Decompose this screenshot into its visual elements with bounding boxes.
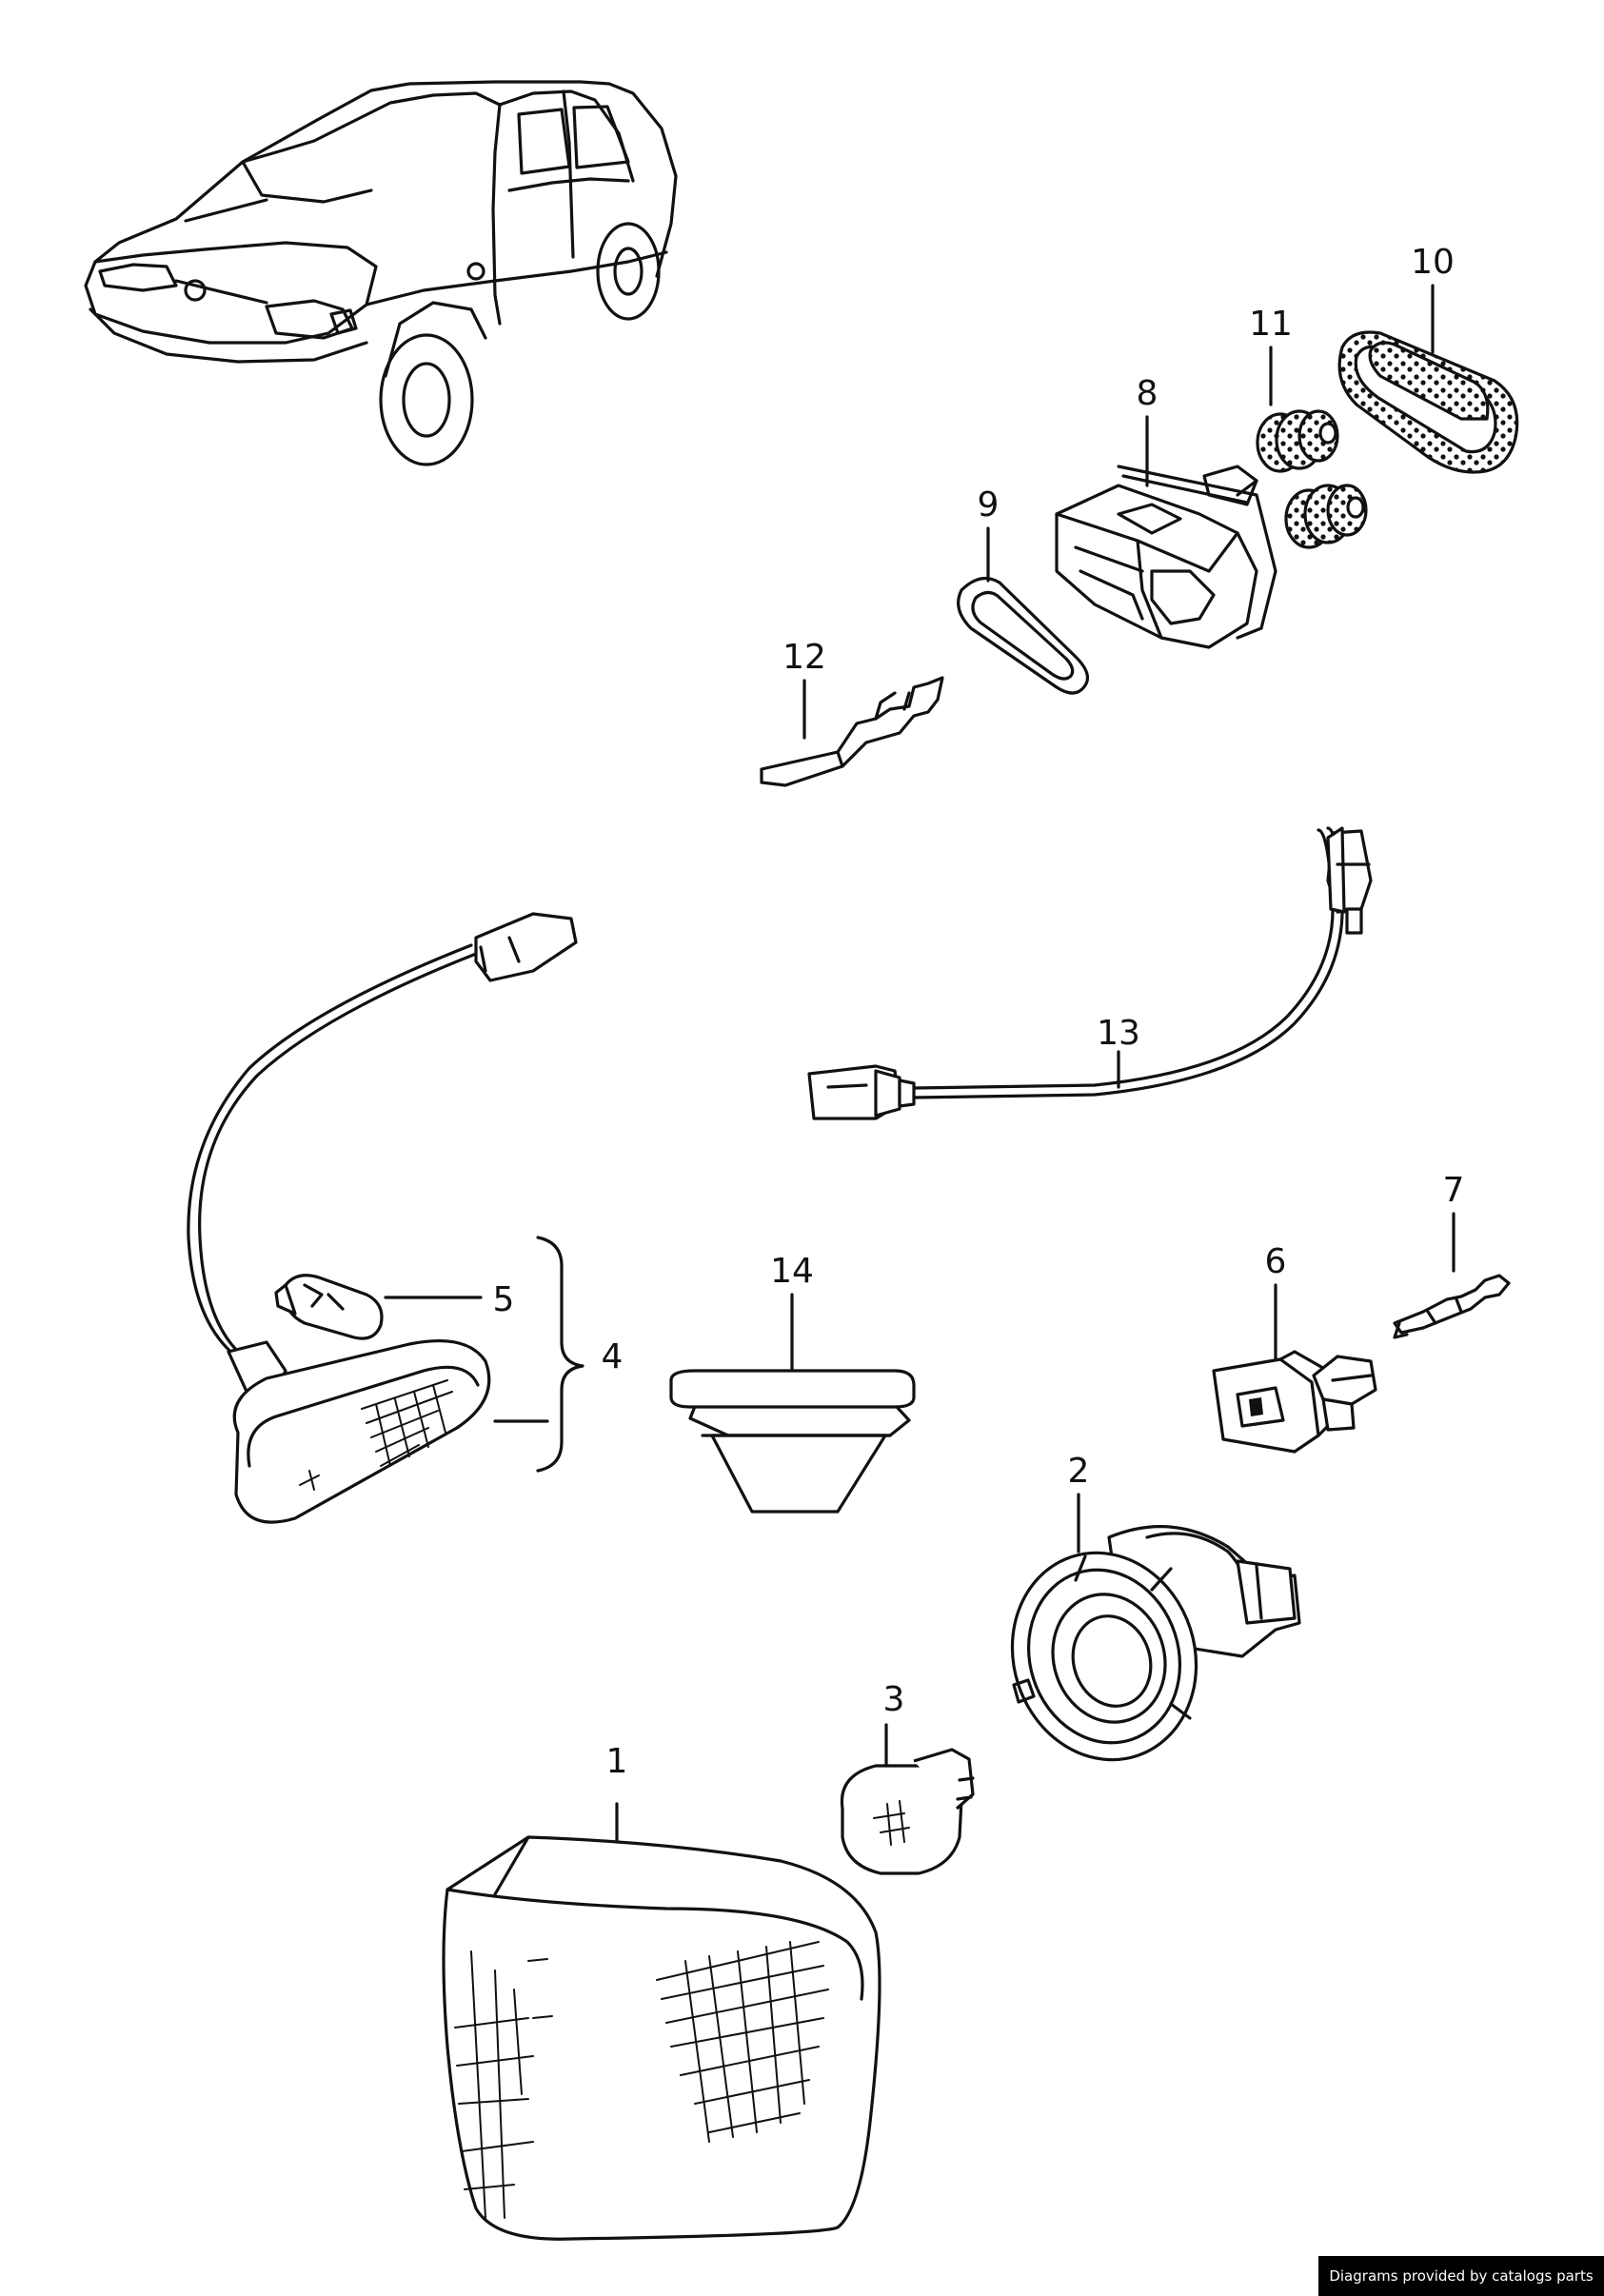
callout-7: 7 (1443, 1171, 1465, 1210)
part-1-lens (442, 1835, 881, 2241)
part-4-side-marker (187, 912, 578, 1524)
callout-1: 1 (606, 1742, 628, 1781)
part-11-grommets (1256, 409, 1368, 549)
credit-badge: Diagrams provided by catalogs parts (1318, 2256, 1604, 2296)
part-3-bulb (840, 1748, 975, 1875)
part-10-seal (1337, 330, 1519, 474)
callout-12: 12 (782, 638, 826, 677)
part-6-connector (1212, 1350, 1377, 1454)
callout-14: 14 (770, 1252, 814, 1291)
group-4-brace (536, 1236, 584, 1473)
callout-13: 13 (1097, 1014, 1140, 1053)
leader-lines (384, 284, 1455, 1844)
callout-10: 10 (1411, 243, 1455, 282)
callout-6: 6 (1265, 1242, 1287, 1281)
part-9-seal (957, 576, 1089, 695)
callout-numbers: 1 2 3 4 5 6 7 8 9 10 11 12 13 14 (493, 243, 1465, 1781)
part-14-plug (669, 1369, 916, 1514)
callout-11: 11 (1249, 305, 1293, 344)
part-5-bulb (274, 1274, 384, 1340)
callout-3: 3 (883, 1680, 905, 1719)
callout-4: 4 (602, 1337, 624, 1376)
part-8-connector (1055, 465, 1277, 649)
part-2-socket (1010, 1525, 1301, 1762)
callout-5: 5 (493, 1280, 515, 1319)
part-7-pin (1393, 1274, 1511, 1339)
vehicle-overview (84, 80, 678, 466)
callout-8: 8 (1137, 374, 1158, 413)
part-12-terminal (760, 676, 944, 787)
part-13-wiring (807, 826, 1373, 1120)
callout-9: 9 (978, 485, 1000, 525)
callout-2: 2 (1068, 1452, 1090, 1491)
